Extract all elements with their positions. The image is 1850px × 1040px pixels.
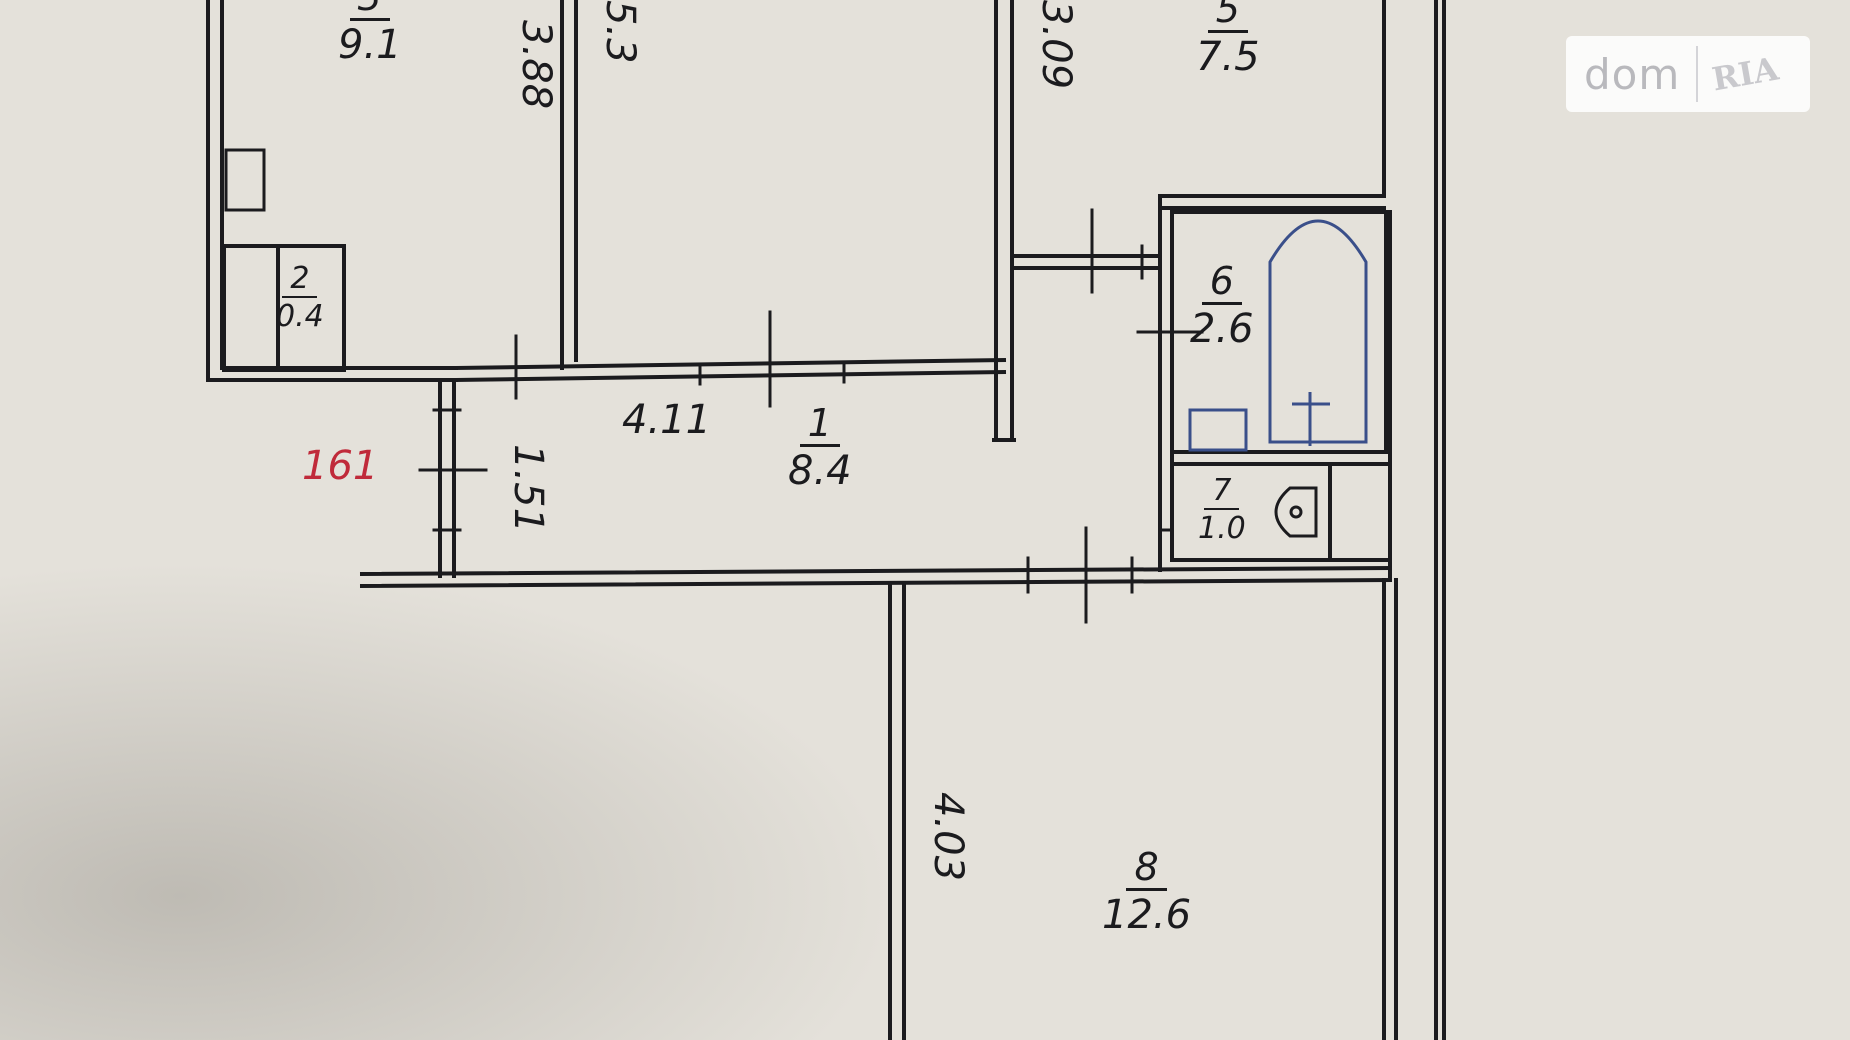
closet-room2-outline [222,244,346,372]
door-ticks [418,208,1204,624]
room-7-label: 7 1.0 [1198,476,1246,544]
dimension-388: 3.88 [513,20,559,110]
dimension-403: 4.03 [925,792,971,882]
dimension-411: 4.11 [622,397,712,443]
room-6-label: 6 2.6 [1190,262,1254,349]
room-2-id: 2 [282,264,318,298]
room-8-id: 8 [1126,848,1167,891]
room-8-area: 12.6 [1102,892,1192,938]
room-3-id: 3 [349,0,390,21]
wall-hall-bottom [359,565,1393,577]
room-7-id: 7 [1204,476,1240,510]
room-5-label: 5 7.5 [1196,0,1260,77]
room-6-area: 2.6 [1190,306,1254,352]
red-annotation: 161 [302,443,379,489]
room-1-id: 1 [799,404,840,447]
room-1-label: 1 8.4 [788,404,852,491]
wall-mid-bottom-inner [453,369,1007,383]
room-2-label: 2 0.4 [276,264,324,332]
room-3-area: 9.1 [338,22,402,68]
room-5-id: 5 [1207,0,1248,33]
dimension-53: 5.3 [597,0,643,64]
wall-mid-bottom [453,357,1007,371]
room-2-area: 0.4 [276,299,324,334]
watermark-brand: dom [1584,49,1681,99]
dimension-151: 1.51 [505,444,551,534]
room-6-id: 6 [1201,262,1242,305]
watermark-separator [1696,46,1699,102]
toilet-symbol [1274,486,1318,538]
room-8-label: 8 12.6 [1102,848,1191,935]
watermark-sub: RIA [1709,49,1782,99]
bathtub-symbol [1188,219,1368,452]
room-1-area: 8.4 [788,448,852,494]
room-7-area: 1.0 [1198,511,1246,546]
wall-hall-bottom-inner [359,577,1393,589]
room-3-label: 3 9.1 [338,0,402,65]
room-5-area: 7.5 [1196,34,1260,80]
dom-ria-watermark: dom RIA [1566,36,1810,112]
dimension-309: 3.09 [1033,0,1079,90]
stove-symbol [224,148,266,212]
